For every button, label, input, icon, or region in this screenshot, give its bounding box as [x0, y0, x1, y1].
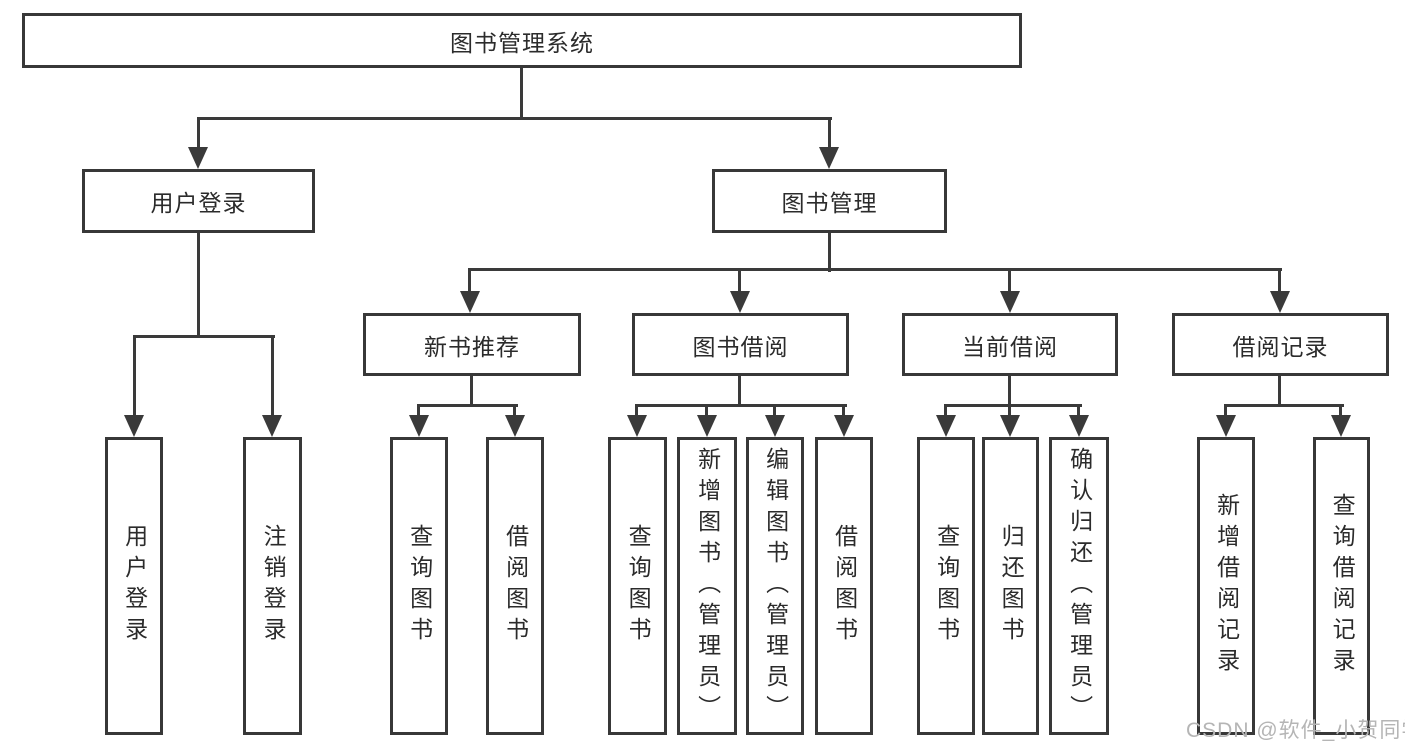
arrow-down-icon [124, 415, 144, 437]
leaf-return-book: 归还图书 [982, 437, 1039, 735]
connector [197, 231, 200, 337]
leaf-label: 新增图书（管理员） [694, 446, 721, 726]
arrow-down-icon [730, 291, 750, 313]
leaf-query-borrow-record: 查询借阅记录 [1313, 437, 1370, 735]
connector [1008, 374, 1011, 407]
connector [738, 268, 741, 295]
connector [197, 117, 200, 151]
connector [469, 268, 1282, 271]
connector [1077, 404, 1080, 418]
arrow-down-icon [505, 415, 525, 437]
node-root: 图书管理系统 [22, 13, 1022, 68]
node-new-book-recommend: 新书推荐 [363, 313, 581, 376]
connector [1008, 268, 1011, 295]
connector [271, 335, 274, 417]
leaf-label: 借阅图书 [831, 524, 858, 648]
connector [1224, 404, 1344, 407]
connector [944, 404, 947, 418]
connector [1339, 404, 1342, 418]
leaf-add-book-admin: 新增图书（管理员） [677, 437, 737, 735]
leaf-label: 注销登录 [260, 524, 287, 648]
connector [842, 404, 845, 418]
leaf-label: 归还图书 [998, 524, 1025, 648]
connector [197, 117, 832, 120]
arrow-down-icon [936, 415, 956, 437]
leaf-borrow-books-recommend: 借阅图书 [486, 437, 544, 735]
connector [520, 66, 523, 119]
connector [1008, 404, 1011, 418]
connector [828, 117, 831, 151]
connector [133, 335, 136, 417]
arrow-down-icon [1000, 415, 1020, 437]
connector [1278, 268, 1281, 295]
leaf-label: 查询图书 [406, 524, 433, 648]
arrow-down-icon [188, 147, 208, 169]
leaf-label: 借阅图书 [502, 524, 529, 648]
connector [417, 404, 518, 407]
connector [417, 404, 420, 418]
arrow-down-icon [1069, 415, 1089, 437]
arrow-down-icon [697, 415, 717, 437]
leaf-label: 查询图书 [933, 524, 960, 648]
leaf-label: 新增借阅记录 [1213, 493, 1240, 679]
leaf-query-books-current: 查询图书 [917, 437, 975, 735]
leaf-query-books-recommend: 查询图书 [390, 437, 448, 735]
connector [1224, 404, 1227, 418]
connector [635, 404, 638, 418]
connector [468, 268, 471, 295]
leaf-label: 确认归还（管理员） [1066, 446, 1093, 726]
connector [1278, 374, 1281, 407]
leaf-add-borrow-record: 新增借阅记录 [1197, 437, 1255, 735]
node-book-management: 图书管理 [712, 169, 947, 233]
arrow-down-icon [409, 415, 429, 437]
connector [944, 404, 1082, 407]
connector [738, 374, 741, 407]
arrow-down-icon [1270, 291, 1290, 313]
connector [133, 335, 275, 338]
connector [773, 404, 776, 418]
arrow-down-icon [819, 147, 839, 169]
csdn-watermark: CSDN @软件_小贺同学 [1186, 719, 1405, 742]
leaf-query-books-borrow: 查询图书 [608, 437, 667, 735]
leaf-confirm-return-admin: 确认归还（管理员） [1049, 437, 1109, 735]
leaf-edit-book-admin: 编辑图书（管理员） [746, 437, 804, 735]
leaf-user-login: 用户登录 [105, 437, 163, 735]
arrow-down-icon [627, 415, 647, 437]
leaf-label: 查询图书 [625, 524, 652, 648]
leaf-label: 查询借阅记录 [1329, 493, 1356, 679]
connector [470, 374, 473, 407]
arrow-down-icon [765, 415, 785, 437]
connector [513, 404, 516, 418]
node-book-borrow: 图书借阅 [632, 313, 849, 376]
leaf-logout: 注销登录 [243, 437, 302, 735]
node-current-borrow: 当前借阅 [902, 313, 1118, 376]
leaf-label: 用户登录 [121, 524, 148, 648]
arrow-down-icon [262, 415, 282, 437]
connector [635, 404, 847, 407]
connector [828, 231, 831, 272]
connector [705, 404, 708, 418]
leaf-borrow-books-borrow: 借阅图书 [815, 437, 873, 735]
arrow-down-icon [834, 415, 854, 437]
arrow-down-icon [1331, 415, 1351, 437]
arrow-down-icon [460, 291, 480, 313]
node-user-login: 用户登录 [82, 169, 315, 233]
node-borrow-records: 借阅记录 [1172, 313, 1389, 376]
leaf-label: 编辑图书（管理员） [762, 446, 789, 726]
arrow-down-icon [1216, 415, 1236, 437]
arrow-down-icon [1000, 291, 1020, 313]
